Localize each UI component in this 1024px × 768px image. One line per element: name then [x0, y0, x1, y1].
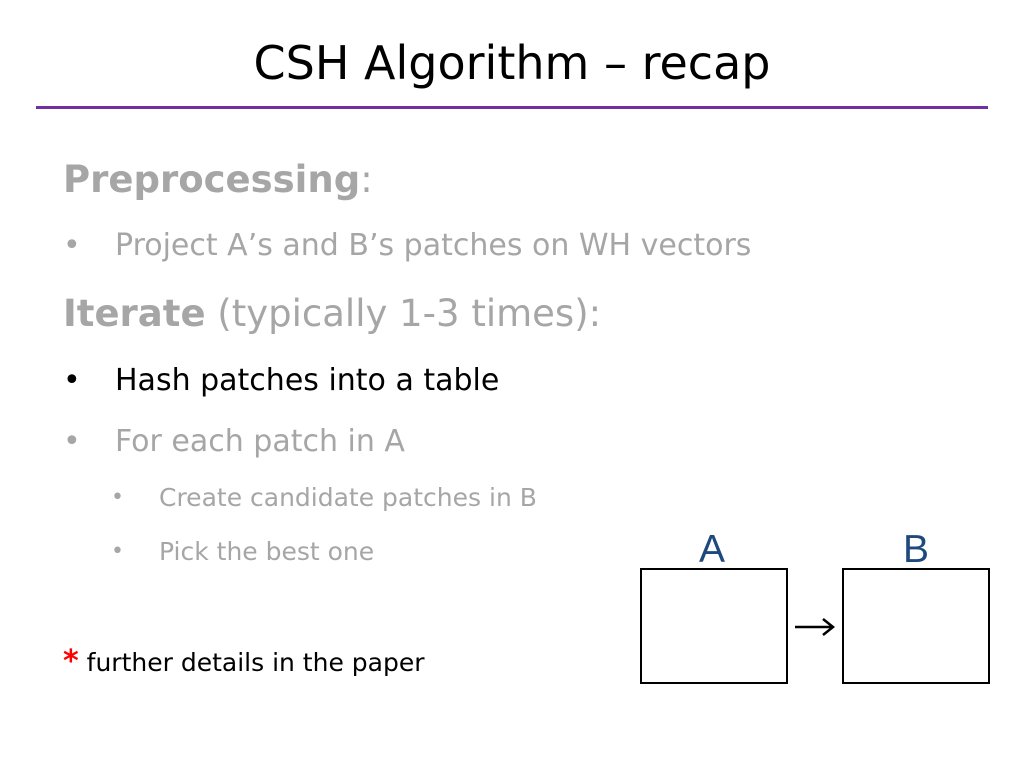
iterate-heading-label: Iterate — [63, 292, 206, 335]
patch-label-a: A — [698, 528, 725, 571]
iterate-heading: Iterate (typically 1-3 times): — [63, 292, 601, 336]
iterate-bullet-text: For each patch in A — [115, 424, 405, 459]
slide-title: CSH Algorithm – recap — [253, 36, 771, 90]
bullet-dot: • — [63, 228, 81, 263]
bullet-dot: • — [111, 485, 124, 510]
arrow-right-icon — [795, 618, 836, 636]
sub-bullet-candidates: • Create candidate patches in B — [111, 481, 671, 515]
preprocessing-heading-colon: : — [360, 158, 373, 201]
iterate-bullet-hash: • Hash patches into a table — [63, 361, 963, 401]
footnote: * further details in the paper — [63, 644, 425, 681]
bullet-dot: • — [63, 363, 81, 398]
sub-bullet-text: Create candidate patches in B — [159, 483, 537, 512]
preprocessing-bullet-text: Project A’s and B’s patches on WH vector… — [115, 228, 752, 263]
iterate-bullet-for-each: • For each patch in A — [63, 422, 963, 462]
sub-bullet-text: Pick the best one — [159, 537, 375, 566]
patch-label-b: B — [902, 528, 929, 571]
preprocessing-bullet: • Project A’s and B’s patches on WH vect… — [63, 226, 963, 266]
iterate-heading-suffix: (typically 1-3 times): — [205, 292, 602, 335]
bullet-dot: • — [111, 539, 124, 564]
patch-box-a — [640, 568, 788, 684]
title-divider — [36, 106, 988, 109]
bullet-dot: • — [63, 424, 81, 459]
iterate-bullet-text: Hash patches into a table — [115, 363, 500, 398]
patch-box-b — [842, 568, 990, 684]
footnote-text: further details in the paper — [78, 648, 425, 677]
sub-bullet-pick-best: • Pick the best one — [111, 535, 671, 569]
preprocessing-heading-label: Preprocessing — [63, 158, 361, 201]
footnote-star: * — [63, 644, 79, 679]
preprocessing-heading: Preprocessing: — [63, 158, 373, 202]
